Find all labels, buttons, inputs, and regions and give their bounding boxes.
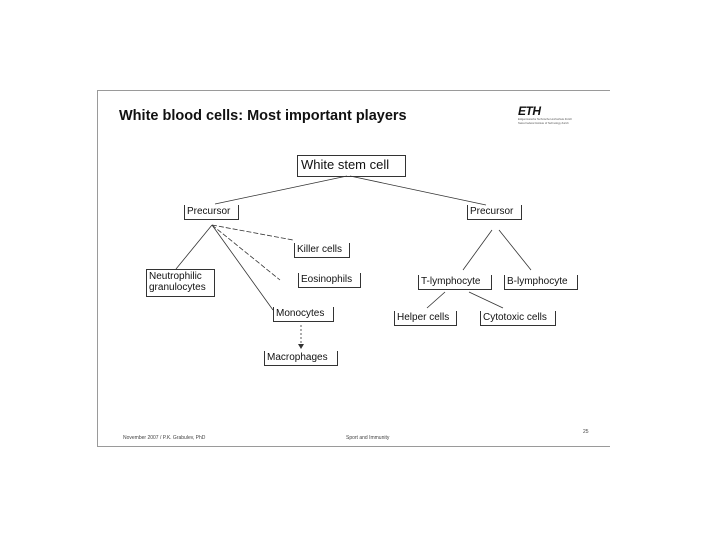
arrowhead-icon <box>298 344 304 349</box>
line-precursor-neutrophilic <box>175 224 213 270</box>
node-neutrophilic-granulocytes: Neutrophilic granulocytes <box>146 269 215 297</box>
logo-mark: ETH <box>518 104 541 118</box>
line-t-helper <box>426 291 446 309</box>
line-precursor-t-lymphocyte <box>462 229 493 271</box>
line-precursor-eosinophils <box>211 224 281 281</box>
node-monocytes: Monocytes <box>273 307 334 322</box>
line-precursor-killer <box>211 224 294 241</box>
line-stem-precursor-left <box>214 175 348 205</box>
node-precursor-left: Precursor <box>184 205 239 220</box>
line-precursor-b-lymphocyte <box>498 229 532 271</box>
node-killer-cells: Killer cells <box>294 243 350 258</box>
page-number: 25 <box>583 429 589 435</box>
node-t-lymphocyte: T-lymphocyte <box>418 275 492 290</box>
neutrophilic-line-1: Neutrophilic <box>149 271 202 282</box>
node-precursor-right: Precursor <box>467 205 522 220</box>
logo-line-1: Eidgenössische Technische Hochschule Zür… <box>518 118 573 121</box>
node-helper-cells: Helper cells <box>394 311 457 326</box>
eth-logo: ETH Eidgenössische Technische Hochschule… <box>518 104 608 125</box>
footer-left: November 2007 / P.K. Grabulev, PhD <box>123 435 206 441</box>
node-b-lymphocyte: B-lymphocyte <box>504 275 578 290</box>
slide-title: White blood cells: Most important player… <box>119 108 407 124</box>
footer-center: Sport and Immunity <box>346 435 390 441</box>
line-precursor-monocytes <box>211 224 274 311</box>
line-stem-precursor-right <box>349 175 487 206</box>
neutrophilic-line-2: granulocytes <box>149 282 206 293</box>
logo-line-2: Swiss Federal Institute of Technology Zu… <box>518 121 569 125</box>
line-t-cytotoxic <box>468 291 504 309</box>
node-macrophages: Macrophages <box>264 351 338 366</box>
node-white-stem-cell: White stem cell <box>297 155 406 177</box>
node-cytotoxic-cells: Cytotoxic cells <box>480 311 556 326</box>
node-eosinophils: Eosinophils <box>298 273 361 288</box>
slide-frame <box>97 90 610 447</box>
